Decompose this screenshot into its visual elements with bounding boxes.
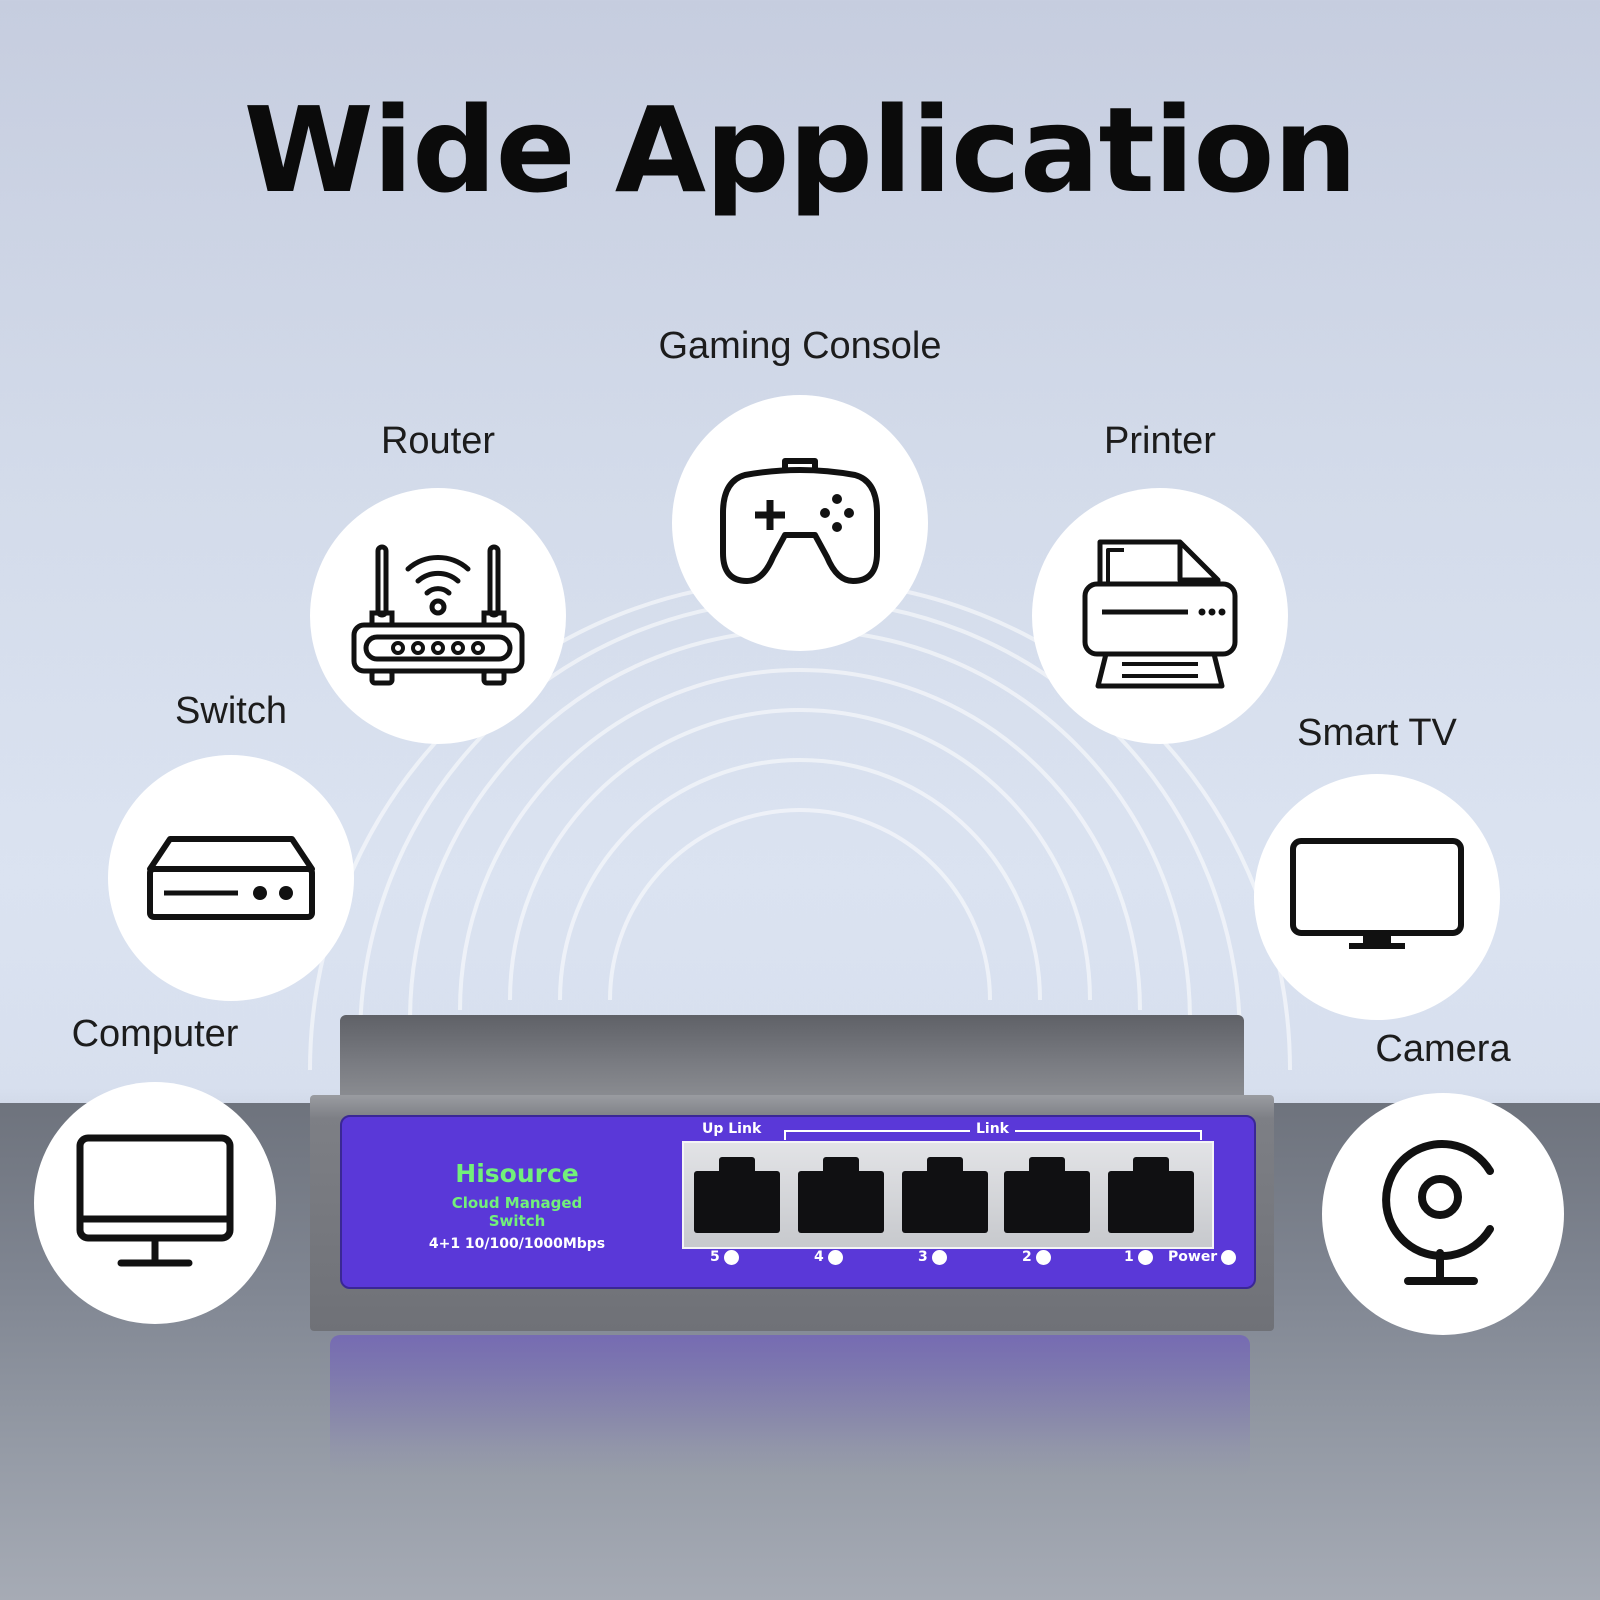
link-label: Link [970,1121,1015,1137]
led-indicator [1137,1249,1153,1265]
switch-top-cover [340,1015,1244,1097]
ethernet-port[interactable] [798,1157,884,1233]
device-label: Router [380,420,496,462]
device-circle [672,395,928,651]
ethernet-port[interactable] [1004,1157,1090,1233]
port-led: 3 [918,1249,947,1265]
device-computer: Computer [34,1013,276,1324]
gamepad-icon [720,458,880,584]
page-title: Wide Application [243,81,1358,219]
power-indicator [1221,1249,1237,1265]
device-gaming-console: Gaming Console [658,325,942,655]
uplink-label: Up Link [702,1121,762,1137]
device-label: Computer [71,1013,239,1055]
device-label: Smart TV [1297,712,1457,754]
led-indicator [827,1249,843,1265]
printer-icon [1082,539,1238,689]
network-switch: Hisource Cloud Managed Switch 4+1 10/100… [300,1015,1285,1331]
device-label: Switch [175,690,287,732]
device-circle [1032,488,1288,744]
device-label: Gaming Console [658,325,942,367]
port-led: 2 [1022,1249,1051,1265]
device-router: Router [310,420,566,750]
port-bay [682,1141,1214,1249]
device-smart-tv: Smart TV [1254,712,1500,1022]
device-circle [310,488,566,744]
device-label: Printer [1104,420,1216,462]
brand-block: Hisource Cloud Managed Switch 4+1 10/100… [422,1159,612,1252]
switch-reflection [330,1335,1250,1475]
device-circle [1254,774,1500,1020]
device-circle [34,1082,276,1324]
device-circle [1322,1093,1564,1335]
tv-icon [1290,838,1464,949]
router-icon [351,544,525,686]
switch-device-icon [147,836,315,920]
monitor-icon [76,1134,234,1267]
device-label: Camera [1375,1028,1511,1070]
port-led: 1 [1124,1249,1153,1265]
product-model: Cloud Managed Switch [451,1194,583,1230]
front-panel: Hisource Cloud Managed Switch 4+1 10/100… [340,1115,1256,1289]
device-camera: Camera [1322,1028,1564,1338]
power-led: Power [1168,1249,1237,1265]
device-circle [108,755,354,1001]
port-led: 5 [710,1249,739,1265]
device-printer: Printer [1032,420,1288,750]
ethernet-port[interactable] [902,1157,988,1233]
led-indicator [1035,1249,1051,1265]
switch-front: Hisource Cloud Managed Switch 4+1 10/100… [310,1095,1274,1331]
port-led: 4 [814,1249,843,1265]
led-indicator [931,1249,947,1265]
ethernet-port[interactable] [694,1157,780,1233]
led-indicator [723,1249,739,1265]
webcam-icon [1382,1140,1494,1285]
ethernet-port[interactable] [1108,1157,1194,1233]
product-spec: 4+1 10/100/1000Mbps [428,1236,606,1252]
brand-name: Hisource [455,1159,579,1188]
device-switch: Switch [108,690,354,1001]
